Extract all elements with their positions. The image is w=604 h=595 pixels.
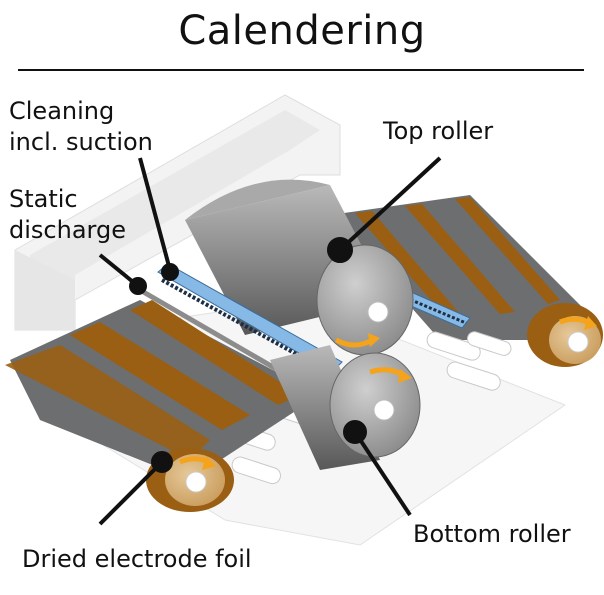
- title-underline: [18, 69, 584, 71]
- foil-front: [5, 300, 320, 512]
- diagram-title: Calendering: [178, 8, 426, 54]
- top-roller: [185, 179, 414, 356]
- label-cleaning-text: Cleaning incl. suction: [9, 97, 153, 156]
- machine-frame: [14, 94, 341, 331]
- leader-lines: [98, 156, 442, 526]
- label-cleaning: Cleaning incl. suction: [9, 96, 153, 158]
- label-bottom-roller: Bottom roller: [413, 520, 571, 548]
- foil-back: [330, 195, 603, 367]
- label-static-discharge: Static discharge: [9, 184, 126, 246]
- label-dried-electrode-foil: Dried electrode foil: [22, 545, 252, 573]
- label-top-roller: Top roller: [383, 117, 494, 145]
- label-static-text: Static discharge: [9, 185, 126, 244]
